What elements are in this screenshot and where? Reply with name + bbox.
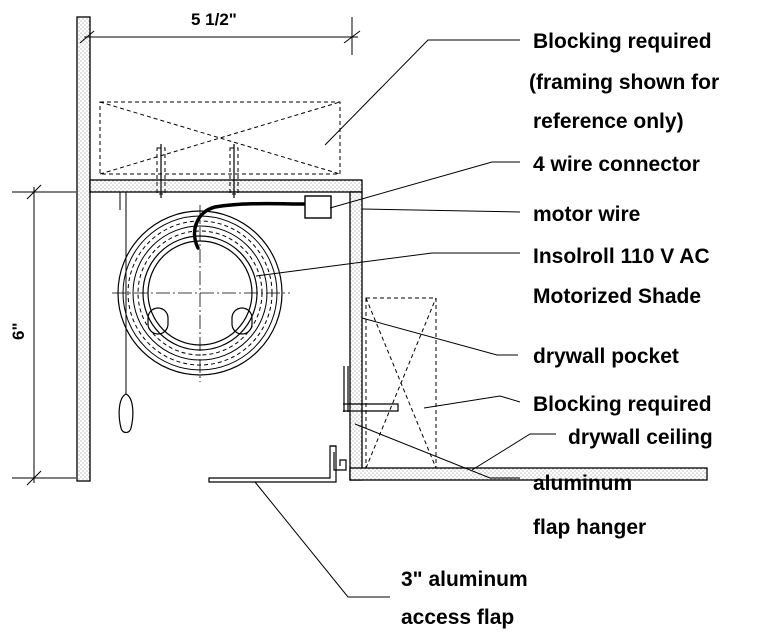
leader-lines	[254, 39, 556, 598]
label-blocking-top-line3: reference only)	[533, 110, 684, 133]
label-blocking-top-line1: Blocking required	[533, 30, 712, 53]
label-blocking-top-line2: (framing shown for	[529, 71, 719, 94]
height-dimension-label: 6"	[9, 322, 28, 340]
label-blocking-right: Blocking required	[533, 393, 712, 416]
label-drywall-pocket: drywall pocket	[533, 345, 679, 368]
label-access-flap-line1: 3" aluminum	[401, 568, 528, 591]
header-screws	[156, 144, 239, 198]
pocket-drywall	[349, 191, 363, 481]
label-motor-wire: motor wire	[533, 203, 640, 226]
drywall-ceiling	[349, 467, 708, 481]
label-drywall-ceiling: drywall ceiling	[568, 426, 713, 449]
flap-hanger	[333, 366, 399, 471]
label-shade-line2: Motorized Shade	[533, 285, 701, 308]
top-blocking	[99, 101, 341, 175]
right-blocking	[365, 297, 437, 469]
label-access-flap-line2: access flap	[401, 606, 514, 629]
wire-connector-box	[304, 195, 332, 219]
width-dimension-label: 5 1/2"	[191, 10, 237, 29]
left-wall	[76, 16, 91, 482]
width-dimension	[79, 17, 361, 55]
shade-roll	[112, 192, 290, 390]
label-wire-connector: 4 wire connector	[533, 153, 700, 176]
pull-wand	[118, 390, 134, 434]
label-flap-hanger-line1: aluminum	[533, 472, 632, 495]
height-dimension	[12, 184, 76, 486]
motor-wire-cable	[192, 201, 307, 250]
label-flap-hanger-line2: flap hanger	[533, 516, 646, 539]
access-flap	[208, 445, 337, 483]
label-shade-line1: Insolroll 110 V AC	[533, 245, 710, 268]
header-board	[89, 179, 363, 193]
